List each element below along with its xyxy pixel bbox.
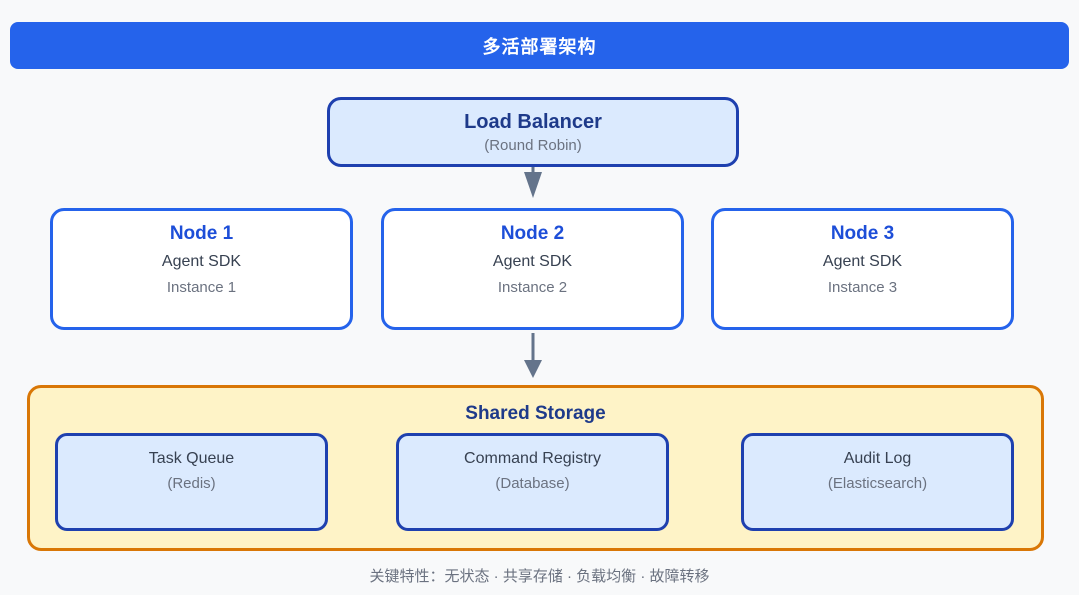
node-line2: Instance 3	[827, 279, 898, 296]
node-1-box: Node 1 Agent SDK Instance 1	[50, 208, 353, 330]
arrow-down-icon	[524, 167, 542, 198]
node-line2: Instance 2	[497, 279, 568, 296]
load-balancer-title: Load Balancer	[464, 110, 602, 133]
node-title: Node 3	[830, 223, 895, 244]
node-line2: Instance 1	[166, 279, 237, 296]
audit-log-box: Audit Log (Elasticsearch)	[741, 433, 1014, 531]
storage-item-subtitle: (Redis)	[167, 475, 216, 492]
arrow-down-icon	[524, 333, 542, 378]
storage-item-subtitle: (Elasticsearch)	[827, 475, 928, 492]
diagram-title: 多活部署架构	[482, 36, 597, 57]
storage-item-title: Task Queue	[148, 450, 235, 467]
shared-storage-container: Shared Storage Task Queue (Redis) Comman…	[27, 385, 1044, 551]
node-3-box: Node 3 Agent SDK Instance 3	[711, 208, 1014, 330]
node-line1: Agent SDK	[492, 253, 573, 270]
storage-item-title: Command Registry	[464, 450, 601, 467]
load-balancer-box: Load Balancer (Round Robin)	[327, 97, 739, 167]
key-features-caption: 关键特性：无状态 · 共享存储 · 负载均衡 · 故障转移	[369, 568, 710, 585]
task-queue-box: Task Queue (Redis)	[55, 433, 328, 531]
node-line1: Agent SDK	[161, 253, 242, 270]
node-line1: Agent SDK	[822, 253, 903, 270]
node-2-box: Node 2 Agent SDK Instance 2	[381, 208, 684, 330]
shared-storage-title: Shared Storage	[465, 403, 606, 424]
storage-item-subtitle: (Database)	[495, 475, 570, 492]
command-registry-box: Command Registry (Database)	[396, 433, 669, 531]
storage-item-title: Audit Log	[843, 450, 912, 467]
diagram-title-banner: 多活部署架构	[10, 22, 1069, 69]
node-title: Node 2	[500, 223, 565, 244]
node-title: Node 1	[169, 223, 234, 244]
load-balancer-subtitle: (Round Robin)	[484, 136, 582, 154]
